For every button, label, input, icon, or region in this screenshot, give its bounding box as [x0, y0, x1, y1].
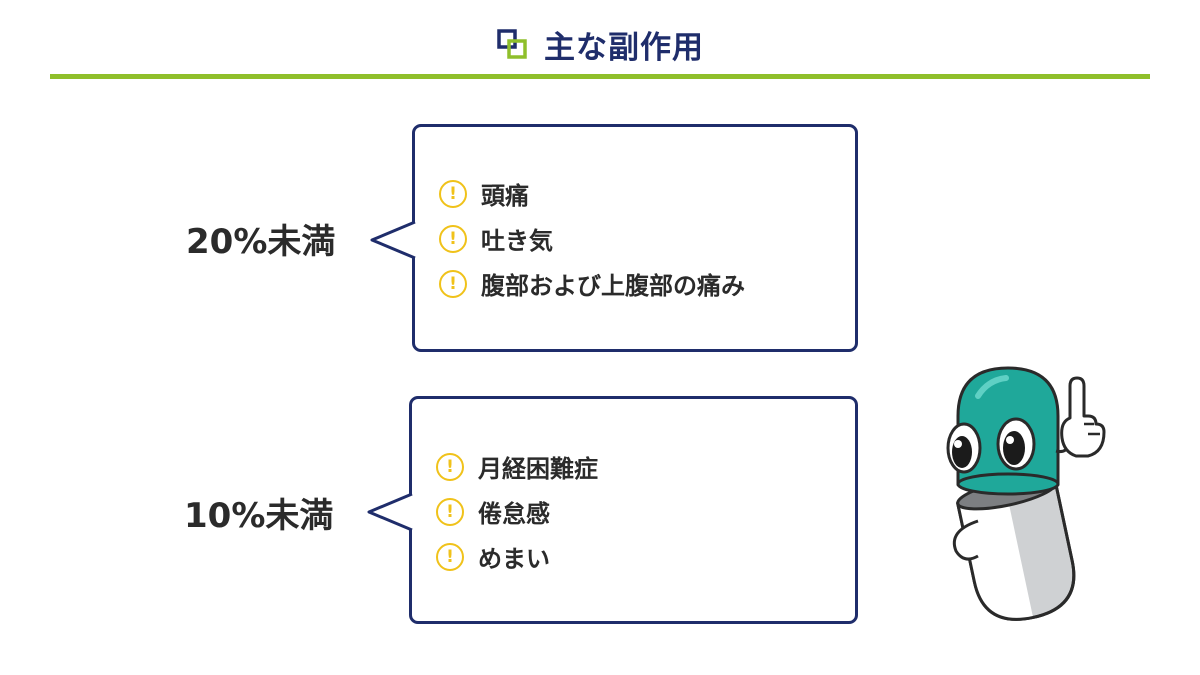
warning-icon: ! [439, 269, 467, 298]
side-effects-box-under-20: ! 頭痛 ! 吐き気 ! 腹部および上腹部の痛み [412, 124, 858, 352]
list-item: ! めまい [436, 534, 855, 579]
side-effects-list: ! 頭痛 ! 吐き気 ! 腹部および上腹部の痛み [439, 171, 855, 306]
capsule-mascot-pointing-icon [946, 366, 1106, 621]
page-title: 主な副作用 [544, 30, 704, 66]
warning-icon: ! [436, 452, 464, 481]
group-label-under-20: 20%未満 [186, 222, 336, 262]
list-item-text: 頭痛 [481, 182, 529, 210]
list-item: ! 倦怠感 [436, 489, 855, 534]
list-item-text: 腹部および上腹部の痛み [481, 272, 745, 300]
list-item: ! 吐き気 [439, 216, 855, 261]
list-item-text: めまい [478, 545, 550, 573]
speech-tail [367, 492, 413, 532]
speech-tail [370, 220, 416, 260]
list-item-text: 吐き気 [481, 227, 553, 255]
title-divider [50, 74, 1150, 79]
list-item-text: 月経困難症 [478, 455, 598, 483]
side-effects-list: ! 月経困難症 ! 倦怠感 ! めまい [436, 444, 855, 579]
side-effects-box-under-10: ! 月経困難症 ! 倦怠感 ! めまい [409, 396, 858, 624]
header: 主な副作用 [0, 22, 1200, 67]
warning-icon: ! [436, 497, 464, 526]
warning-icon: ! [436, 542, 464, 571]
warning-icon: ! [439, 179, 467, 208]
group-label-under-10: 10%未満 [184, 496, 334, 536]
list-item-text: 倦怠感 [478, 500, 550, 528]
overlapping-squares-icon [497, 28, 527, 59]
list-item: ! 月経困難症 [436, 444, 855, 489]
warning-icon: ! [439, 224, 467, 253]
list-item: ! 腹部および上腹部の痛み [439, 261, 855, 306]
list-item: ! 頭痛 [439, 171, 855, 216]
